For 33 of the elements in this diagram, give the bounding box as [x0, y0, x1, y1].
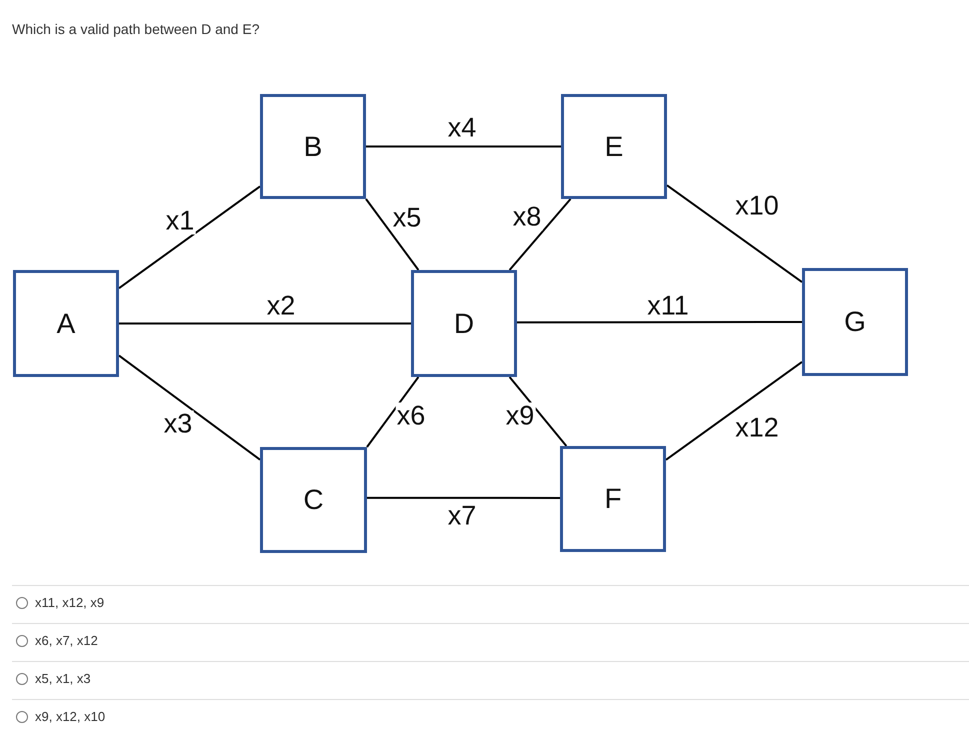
connector-line — [367, 496, 560, 499]
connector-line — [118, 354, 261, 461]
connector-line — [508, 198, 572, 271]
node-box — [560, 446, 666, 552]
node-box — [411, 270, 517, 377]
option-label: x5, x1, x3 — [35, 671, 91, 686]
connector-line — [666, 184, 803, 283]
node-box — [561, 94, 667, 199]
node-label: A — [56, 308, 76, 340]
node-label: G — [844, 306, 866, 338]
connector-line — [365, 198, 420, 271]
node-label: F — [604, 483, 622, 515]
node-box — [260, 94, 366, 199]
option-label: x11, x12, x9 — [35, 595, 104, 610]
connector-line — [366, 146, 561, 148]
node-box — [13, 270, 119, 377]
connector-line — [508, 376, 568, 447]
node-box — [802, 268, 908, 376]
node-label: D — [454, 308, 474, 340]
connector-line — [119, 322, 411, 324]
option-label: x6, x7, x12 — [35, 633, 98, 648]
node-box — [260, 447, 367, 553]
question-text: Which is a valid path between D and E? — [12, 21, 260, 37]
node-label: C — [303, 484, 324, 516]
option-label: x9, x12, x10 — [35, 709, 106, 724]
node-label: E — [604, 130, 624, 162]
connector-line — [665, 361, 803, 461]
connector-line — [366, 376, 420, 448]
edge-label: x8 — [512, 204, 542, 230]
connector-line — [118, 186, 261, 289]
edge-label: x1 — [164, 208, 196, 234]
connector-line — [517, 321, 802, 324]
node-label: B — [304, 130, 322, 162]
